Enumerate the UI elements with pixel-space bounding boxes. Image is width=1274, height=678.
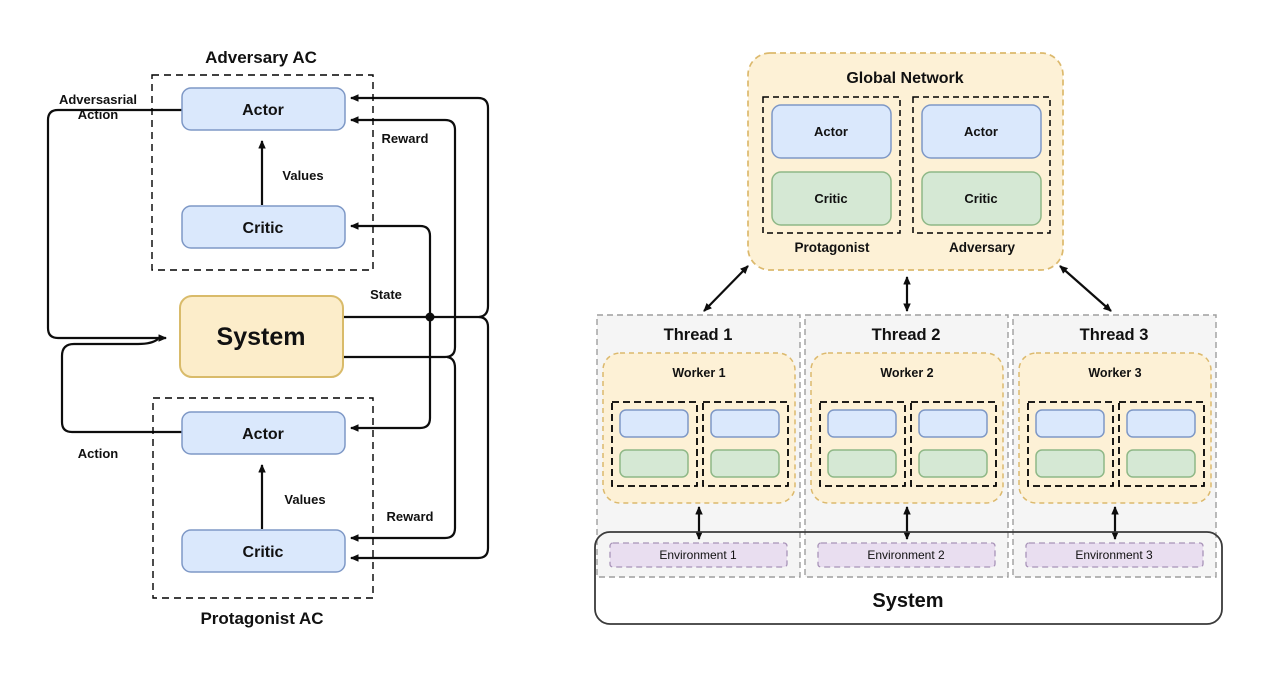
protagonist-dashed-box xyxy=(152,397,374,599)
gn-protagonist-critic-label: Critic xyxy=(814,191,847,206)
thread-3: Thread 3 Worker 3 xyxy=(1012,314,1217,578)
sync-arrows xyxy=(703,265,1112,312)
adversary-ac-title: Adversary AC xyxy=(205,48,317,67)
worker1-protagonist-actor-box xyxy=(619,409,689,438)
worker1-protagonist-critic-box xyxy=(619,449,689,478)
protagonist-actor-label: Actor xyxy=(242,426,284,443)
state-line-to-adversary-critic xyxy=(350,222,432,317)
worker2-adversary-critic-box xyxy=(918,449,988,478)
global-network-title: Global Network xyxy=(846,70,963,87)
a3c-training-diagram: Global Network Actor Critic Protagonist … xyxy=(594,52,1223,625)
worker3-protagonist-critic-box xyxy=(1035,449,1105,478)
thread2-title: Thread 2 xyxy=(872,326,941,344)
worker2-protagonist-actor-box xyxy=(827,409,897,438)
signal-lines xyxy=(46,94,490,562)
reward-label-protagonist: Reward xyxy=(387,509,434,524)
worker3-adversary-critic-box xyxy=(1126,449,1196,478)
signal-labels: Adversasrial Action Reward State Action … xyxy=(59,92,434,524)
system-node: System xyxy=(179,295,344,378)
adversary-values-label: Values xyxy=(282,168,323,183)
adversary-dashed-box xyxy=(151,74,374,271)
worker2-adversary-dashed-box xyxy=(910,401,997,487)
worker1-protagonist-dashed-box xyxy=(611,401,698,487)
gn-adversary-actor-label: Actor xyxy=(964,124,998,139)
reward-label-adversary: Reward xyxy=(382,131,429,146)
adversary-critic-box xyxy=(181,205,346,249)
gn-adversary-dashed-box xyxy=(912,96,1051,234)
protagonist-actor-box xyxy=(181,411,346,455)
environment1-label: Environment 1 xyxy=(659,548,737,562)
environment1-box xyxy=(609,542,788,568)
adversary-ac-block: Adversary AC Actor Critic Values xyxy=(151,48,374,271)
system-container-label: System xyxy=(872,590,943,612)
worker2-label: Worker 2 xyxy=(880,366,933,380)
environment3-box xyxy=(1025,542,1204,568)
adversarial-action-label-line2: Action xyxy=(78,107,119,122)
worker3-adversary-dashed-box xyxy=(1118,401,1205,487)
gn-protagonist-dashed-box xyxy=(762,96,901,234)
environment2-box xyxy=(817,542,996,568)
worker1-label: Worker 1 xyxy=(672,366,725,380)
adversary-actor-box xyxy=(181,87,346,131)
action-line xyxy=(60,338,182,434)
adversarial-ac-diagram: Adversary AC Actor Critic Values System … xyxy=(46,48,490,628)
protagonist-ac-block: Actor Critic Values Protagonist AC xyxy=(152,397,374,628)
worker1-adversary-critic-box xyxy=(710,449,780,478)
gn-adversary-label: Adversary xyxy=(949,240,1016,255)
reward-line-to-protagonist xyxy=(350,355,457,542)
state-line xyxy=(343,315,490,562)
gn-adversary-critic-box xyxy=(921,171,1042,226)
adversary-critic-label: Critic xyxy=(243,220,284,237)
environment3-label: Environment 3 xyxy=(1075,548,1153,562)
gn-protagonist-label: Protagonist xyxy=(794,240,870,255)
system-label: System xyxy=(217,323,306,351)
adversarial-action-line xyxy=(46,108,182,342)
system-container: Environment 1 Environment 2 Environment … xyxy=(594,531,1223,625)
adversary-actor-label: Actor xyxy=(242,102,284,119)
sync-arrow-thread3 xyxy=(1059,265,1112,312)
worker3-label: Worker 3 xyxy=(1088,366,1141,380)
worker1-adversary-dashed-box xyxy=(702,401,789,487)
global-network: Global Network Actor Critic Protagonist … xyxy=(747,52,1064,271)
protagonist-ac-title: Protagonist AC xyxy=(200,609,323,628)
state-line-to-protagonist-actor xyxy=(350,317,432,432)
action-label: Action xyxy=(78,446,119,461)
worker3-protagonist-actor-box xyxy=(1035,409,1105,438)
protagonist-critic-box xyxy=(181,529,346,573)
worker2-adversary-actor-box xyxy=(918,409,988,438)
thread-1: Thread 1 Worker 1 xyxy=(596,314,801,578)
worker2-protagonist-critic-box xyxy=(827,449,897,478)
reward-line-to-adversary xyxy=(343,116,457,359)
thread3-title: Thread 3 xyxy=(1080,326,1149,344)
protagonist-values-label: Values xyxy=(284,492,325,507)
state-label: State xyxy=(370,287,402,302)
protagonist-critic-label: Critic xyxy=(243,544,284,561)
state-line-to-adversary-actor xyxy=(350,94,490,319)
gn-adversary-critic-label: Critic xyxy=(964,191,997,206)
thread1-title: Thread 1 xyxy=(664,326,733,344)
gn-protagonist-critic-box xyxy=(771,171,892,226)
environment2-label: Environment 2 xyxy=(867,548,945,562)
gn-adversary-actor-box xyxy=(921,104,1042,159)
worker3-protagonist-dashed-box xyxy=(1027,401,1114,487)
system-box xyxy=(179,295,344,378)
state-junction-dot xyxy=(425,312,435,322)
sync-arrow-thread1 xyxy=(703,265,749,312)
gn-protagonist-actor-label: Actor xyxy=(814,124,848,139)
adversarial-action-label-line1: Adversasrial xyxy=(59,92,137,107)
system-container-box xyxy=(594,531,1223,625)
worker3-adversary-actor-box xyxy=(1126,409,1196,438)
worker2-protagonist-dashed-box xyxy=(819,401,906,487)
gn-protagonist-actor-box xyxy=(771,104,892,159)
worker1-adversary-actor-box xyxy=(710,409,780,438)
thread-2: Thread 2 Worker 2 xyxy=(804,314,1009,578)
